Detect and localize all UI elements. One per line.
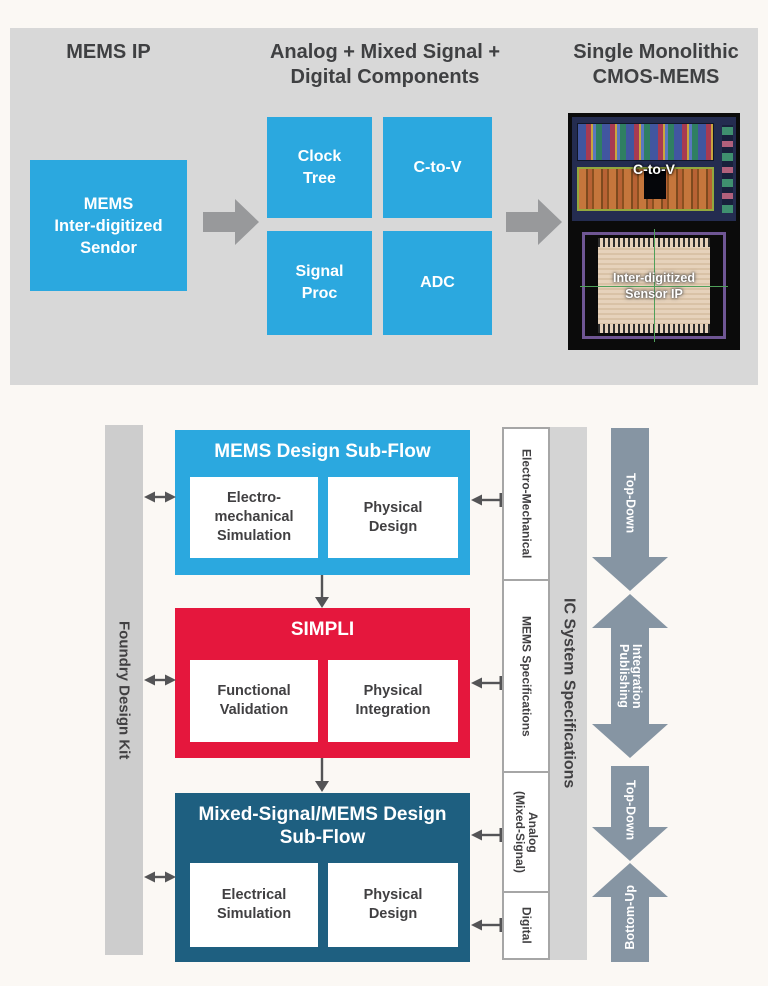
down-arrow-icon bbox=[315, 575, 329, 608]
top-down-arrow-icon bbox=[592, 766, 668, 861]
top-down-arrow-label-wrap: Top-Down bbox=[592, 428, 668, 578]
block-simpli: SIMPLI Functional Validation Physical In… bbox=[175, 608, 470, 758]
double-arrow-icon bbox=[144, 871, 176, 883]
right-arrow-icon bbox=[203, 199, 259, 245]
heading-mems-ip: MEMS IP bbox=[66, 41, 151, 63]
chip-cell-band bbox=[577, 123, 714, 161]
subbox-physical-design: Physical Design bbox=[328, 477, 458, 558]
spec-cell-label: Electro-Mechanical bbox=[519, 449, 534, 559]
chip-pads bbox=[722, 125, 733, 213]
component-box-clock-tree: Clock Tree bbox=[267, 117, 372, 218]
spec-cell-mems-specifications: MEMS Specifications bbox=[504, 581, 548, 773]
block-mixed-signal-mems-design: Mixed-Signal/MEMS Design Sub-Flow Electr… bbox=[175, 793, 470, 962]
block-title: Mixed-Signal/MEMS Design Sub-Flow bbox=[198, 804, 447, 848]
chip-label-ctov: C-to-V bbox=[633, 161, 675, 177]
spec-cell-label: Digital bbox=[519, 907, 534, 944]
foundry-design-kit-label: Foundry Design Kit bbox=[115, 620, 133, 760]
left-arrow-icon bbox=[471, 493, 502, 507]
subbox-functional-validation: Functional Validation bbox=[190, 660, 318, 742]
down-arrow-icon bbox=[315, 758, 329, 792]
top-down-label: Top-Down bbox=[623, 472, 638, 534]
subbox-electrical-simulation: Electrical Simulation bbox=[190, 863, 318, 947]
component-box-adc: ADC bbox=[383, 231, 492, 335]
component-box-signal-proc: Signal Proc bbox=[267, 231, 372, 335]
block-mems-design-sub-flow: MEMS Design Sub-Flow Electro- mechanical… bbox=[175, 430, 470, 575]
top-down-arrow-label-wrap: Top-Down bbox=[592, 766, 668, 854]
top-down-arrow-icon bbox=[592, 428, 668, 591]
spec-cell-label: Analog (Mixed-Signal) bbox=[513, 790, 540, 873]
mems-ip-box: MEMS Inter-digitized Sendor bbox=[30, 160, 187, 291]
subbox-physical-design: Physical Design bbox=[328, 863, 458, 947]
foundry-design-kit-bar: Foundry Design Kit bbox=[105, 425, 143, 955]
double-arrow-icon bbox=[144, 674, 176, 686]
component-box-c-to-v: C-to-V bbox=[383, 117, 492, 218]
left-arrow-icon bbox=[471, 828, 502, 842]
chip-ctov-die bbox=[572, 117, 736, 221]
ic-system-specifications-label: IC System Specifications bbox=[560, 598, 578, 789]
chip-gap bbox=[644, 169, 666, 199]
integration-publishing-arrow-icon bbox=[592, 594, 668, 758]
chip-die-photo: C-to-V Inter-digitized Sensor IP bbox=[568, 113, 740, 350]
double-arrow-icon bbox=[144, 491, 176, 503]
ic-system-specifications-bar: IC System Specifications bbox=[550, 427, 587, 960]
heading-single-monolithic: Single Monolithic CMOS-MEMS bbox=[573, 41, 739, 88]
heading-analog-mixed-digital: Analog + Mixed Signal + Digital Componen… bbox=[269, 41, 501, 88]
spec-cell-analog-mixed-signal: Analog (Mixed-Signal) bbox=[504, 773, 548, 893]
right-arrow-icon bbox=[506, 199, 562, 245]
integration-publishing-label-wrap: Integration Publishing bbox=[592, 600, 668, 752]
left-arrow-icon bbox=[471, 676, 502, 690]
bottom-up-arrow-label-wrap: Bottom-Up bbox=[592, 872, 668, 962]
spec-cell-electro-mechanical: Electro-Mechanical bbox=[504, 429, 548, 581]
left-arrow-icon bbox=[471, 918, 502, 932]
bottom-up-label: Bottom-Up bbox=[622, 884, 637, 950]
spec-cell-digital: Digital bbox=[504, 893, 548, 958]
spec-cells-column: Electro-Mechanical MEMS Specifications A… bbox=[502, 427, 550, 960]
chip-label-sensor-ip: Inter-digitized Sensor IP bbox=[613, 270, 695, 301]
spec-cell-label: MEMS Specifications bbox=[519, 615, 534, 737]
bottom-up-arrow-icon bbox=[592, 863, 668, 962]
block-title: SIMPLI bbox=[290, 619, 355, 640]
top-down-label: Top-Down bbox=[623, 779, 638, 841]
subbox-electro-mechanical-simulation: Electro- mechanical Simulation bbox=[190, 477, 318, 558]
integration-publishing-label: Integration Publishing bbox=[617, 643, 644, 709]
block-title: MEMS Design Sub-Flow bbox=[214, 441, 431, 462]
chip-crosshair-v bbox=[654, 229, 655, 342]
subbox-physical-integration: Physical Integration bbox=[328, 660, 458, 742]
chip-sensor-die bbox=[572, 225, 736, 346]
